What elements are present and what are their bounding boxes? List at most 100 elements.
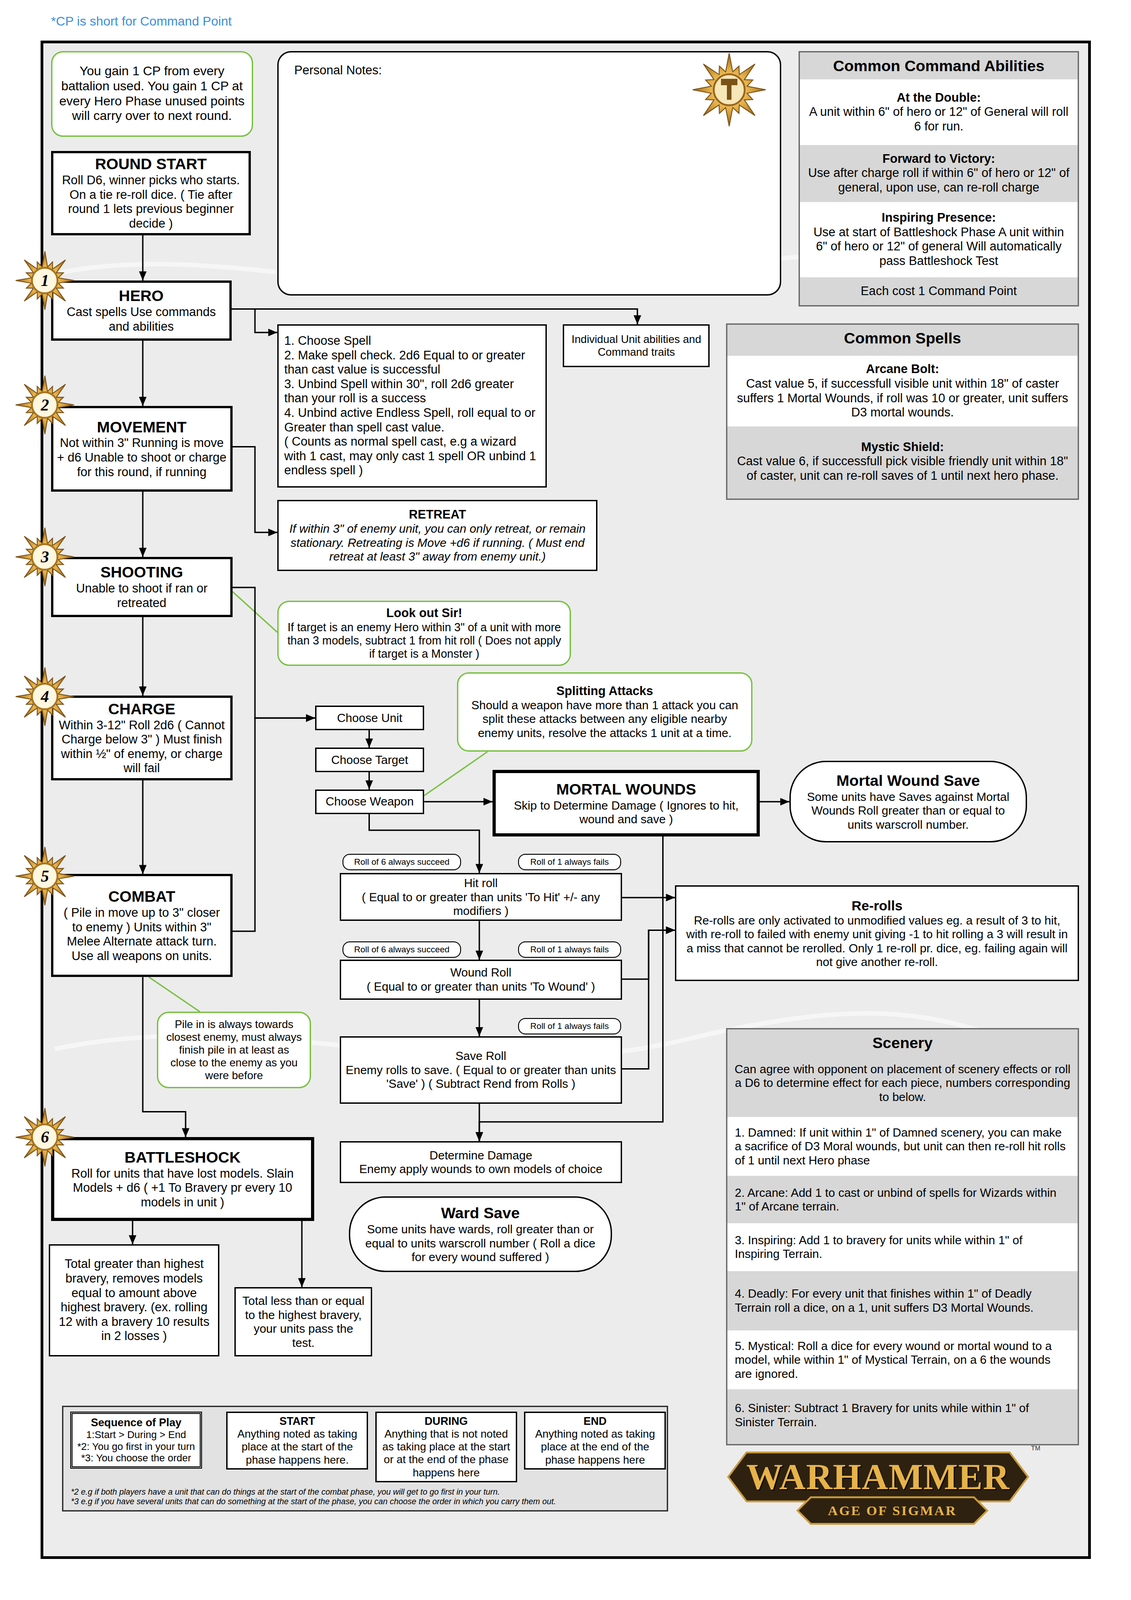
node-text: Total less than or equal to the highest … bbox=[241, 1293, 366, 1350]
note-box: Pile in is always towards closest enemy,… bbox=[156, 1011, 312, 1089]
phase-badge-sun bbox=[15, 251, 74, 310]
process-box: Save RollEnemy rolls to save. ( Equal to… bbox=[339, 1036, 623, 1104]
phase-box: ROUND STARTRoll D6, winner picks who sta… bbox=[51, 150, 251, 236]
node-text: 2. Make spell check. 2d6 Equal to or gre… bbox=[284, 348, 540, 378]
note-box: Splitting AttacksShould a weapon have mo… bbox=[456, 672, 753, 752]
node-text: Sequence of Play bbox=[90, 1416, 182, 1429]
process-box: Hit roll( Equal to or greater than units… bbox=[339, 872, 623, 921]
panel-row: Arcane Bolt:Cast value 5, if successfull… bbox=[727, 355, 1078, 426]
rule-pill: Roll of 6 always succeed bbox=[342, 853, 461, 871]
process-box: DURINGAnything that is not noted as taki… bbox=[375, 1411, 518, 1483]
phase-badge-sun bbox=[15, 667, 74, 726]
node-text: 2. Arcane: Add 1 to cast or unbind of sp… bbox=[734, 1185, 1071, 1214]
node-text: Enemy apply wounds to own models of choi… bbox=[359, 1162, 603, 1176]
node-text: END bbox=[583, 1414, 608, 1428]
node-text: Within 3-12" Roll 2d6 ( Cannot Charge be… bbox=[57, 718, 227, 776]
logo-text: AGE OF SIGMAR bbox=[827, 1503, 957, 1518]
node-text: Roll of 1 always fails bbox=[530, 944, 609, 955]
sequence-panel: *2 e.g if both players have a unit that … bbox=[62, 1405, 668, 1512]
node-text: Arcane Bolt: bbox=[866, 362, 940, 377]
node-text: You gain 1 CP from every battalion used.… bbox=[58, 63, 246, 124]
callout-number: 2 bbox=[31, 391, 59, 419]
note-box: You gain 1 CP from every battalion used.… bbox=[51, 51, 254, 137]
callout-number: 3 bbox=[31, 543, 59, 571]
panel-row: Forward to Victory:Use after charge roll… bbox=[799, 145, 1078, 203]
connector bbox=[478, 1103, 481, 1142]
connector bbox=[424, 800, 493, 803]
node-text: Wound Roll bbox=[450, 965, 512, 980]
panel-row: Each cost 1 Command Point bbox=[799, 277, 1078, 305]
node-text: *3 e.g if you have several units that ca… bbox=[70, 1496, 659, 1507]
panel-row: 3. Inspiring: Add 1 to bravery for units… bbox=[727, 1223, 1078, 1272]
node-text: COMBAT bbox=[108, 887, 176, 906]
connector bbox=[622, 929, 675, 1069]
process-box: Choose Unit bbox=[315, 705, 425, 731]
node-text: *3: You choose the order bbox=[81, 1452, 192, 1464]
node-text: Splitting Attacks bbox=[556, 684, 654, 699]
leader-line bbox=[148, 976, 200, 1012]
node-text: Hit roll bbox=[464, 876, 499, 890]
panel-row: 1. Damned: If unit within 1" of Damned s… bbox=[727, 1116, 1078, 1177]
rule-pill: Roll of 1 always fails bbox=[518, 1017, 622, 1035]
node-text: Re-rolls bbox=[851, 897, 903, 914]
process-box: ENDAnything noted as taking place at the… bbox=[523, 1411, 666, 1470]
node-text: 1:Start > During > End bbox=[86, 1428, 187, 1441]
notes-box: Personal Notes: bbox=[277, 51, 782, 296]
process-box: Re-rollsRe-rolls are only activated to u… bbox=[674, 885, 1080, 981]
panel-row: At the Double:A unit within 6" of hero o… bbox=[799, 79, 1078, 145]
node-text: RETREAT bbox=[409, 507, 467, 523]
node-text: Scenery bbox=[872, 1033, 933, 1053]
node-text: Forward to Victory: bbox=[882, 151, 996, 167]
node-text: At the Double: bbox=[896, 90, 981, 106]
node-text: Roll of 6 always succeed bbox=[354, 856, 450, 867]
node-text: Choose Weapon bbox=[325, 794, 414, 809]
rule-pill: Roll of 1 always fails bbox=[518, 941, 622, 958]
node-text: *2: You go first in your turn bbox=[77, 1440, 195, 1453]
node-text: If target is an enemy Hero within 3" of … bbox=[285, 620, 564, 661]
node-text: Use after charge roll if within 6" of he… bbox=[807, 166, 1071, 195]
rule-pill: Roll of 6 always succeed bbox=[342, 941, 461, 958]
sequence-box: Sequence of Play1:Start > During > End*2… bbox=[70, 1411, 202, 1469]
key-box: BATTLESHOCKRoll for units that have lost… bbox=[51, 1136, 315, 1221]
reference-panel: Common SpellsArcane Bolt:Cast value 5, i… bbox=[726, 323, 1080, 500]
node-text: Re-rolls are only activated to unmodifie… bbox=[681, 913, 1073, 970]
panel-row: 5. Mystical: Roll a dice for every wound… bbox=[727, 1330, 1078, 1390]
node-text: MORTAL WOUNDS bbox=[556, 780, 697, 799]
node-text: BATTLESHOCK bbox=[124, 1148, 241, 1167]
node-text: Skip to Determine Damage ( Ignores to hi… bbox=[500, 798, 753, 827]
emblem-hammer-shaft bbox=[726, 79, 732, 100]
leader-line bbox=[424, 751, 488, 796]
reference-panel: Common Command AbilitiesAt the Double:A … bbox=[798, 51, 1080, 307]
node-text: Roll of 1 always fails bbox=[530, 856, 609, 867]
node-text: ( Equal to or greater than units 'To Hit… bbox=[345, 890, 617, 919]
panel-row: Inspiring Presence:Use at start of Battl… bbox=[799, 202, 1078, 278]
node-text: Anything noted as taking place at the en… bbox=[528, 1427, 662, 1466]
node-text: Ward Save bbox=[440, 1203, 520, 1223]
process-box: Determine DamageEnemy apply wounds to ow… bbox=[339, 1141, 623, 1183]
connector bbox=[478, 920, 481, 960]
connector bbox=[231, 309, 638, 325]
process-box: RETREATIf within 3" of enemy unit, you c… bbox=[277, 499, 598, 572]
node-text: Choose Target bbox=[331, 752, 409, 767]
phase-box: CHARGEWithin 3-12" Roll 2d6 ( Cannot Cha… bbox=[51, 695, 233, 781]
node-text: If within 3" of enemy unit, you can only… bbox=[284, 521, 591, 564]
phase-box: MOVEMENTNot within 3" Running is move + … bbox=[51, 405, 233, 492]
process-box: Total greater than highest bravery, remo… bbox=[48, 1244, 219, 1357]
node-text: Roll for units that have lost models. Sl… bbox=[58, 1166, 307, 1210]
node-text: MOVEMENT bbox=[97, 418, 187, 437]
node-text: Should a weapon have more than 1 attack … bbox=[464, 698, 746, 740]
node-text: Each cost 1 Command Point bbox=[860, 284, 1017, 299]
node-text: Common Spells bbox=[844, 329, 962, 348]
connector bbox=[478, 999, 481, 1037]
logo-sub-banner bbox=[797, 1497, 988, 1524]
node-text: 5. Mystical: Roll a dice for every wound… bbox=[734, 1338, 1071, 1381]
node-text: HERO bbox=[119, 286, 164, 306]
callout-number: 6 bbox=[31, 1123, 59, 1151]
node-text: Use at start of Battleshock Phase A unit… bbox=[807, 225, 1071, 269]
emblem-disc bbox=[713, 74, 745, 106]
emblem-hammer-head bbox=[721, 78, 738, 86]
panel-row: 2. Arcane: Add 1 to cast or unbind of sp… bbox=[727, 1176, 1078, 1224]
node-text: Choose Unit bbox=[337, 710, 403, 725]
